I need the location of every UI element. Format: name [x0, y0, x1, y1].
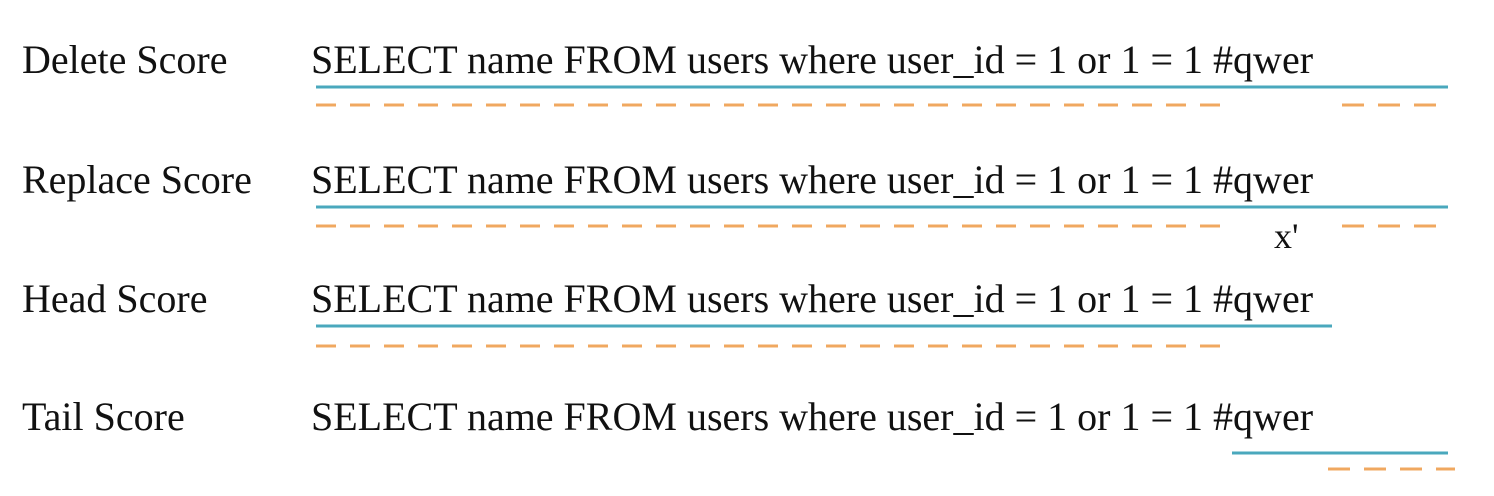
replace-score-query: SELECT name FROM users where user_id = 1…	[311, 157, 1314, 202]
delete-score-label: Delete Score	[22, 37, 228, 82]
replacement-marker: x'	[1274, 216, 1299, 256]
replace-score-label: Replace Score	[22, 157, 252, 202]
head-score-query: SELECT name FROM users where user_id = 1…	[311, 276, 1314, 321]
tail-score-label: Tail Score	[22, 394, 185, 439]
delete-score-query: SELECT name FROM users where user_id = 1…	[311, 37, 1314, 82]
head-score-label: Head Score	[22, 276, 208, 321]
tail-score-query: SELECT name FROM users where user_id = 1…	[311, 394, 1314, 439]
